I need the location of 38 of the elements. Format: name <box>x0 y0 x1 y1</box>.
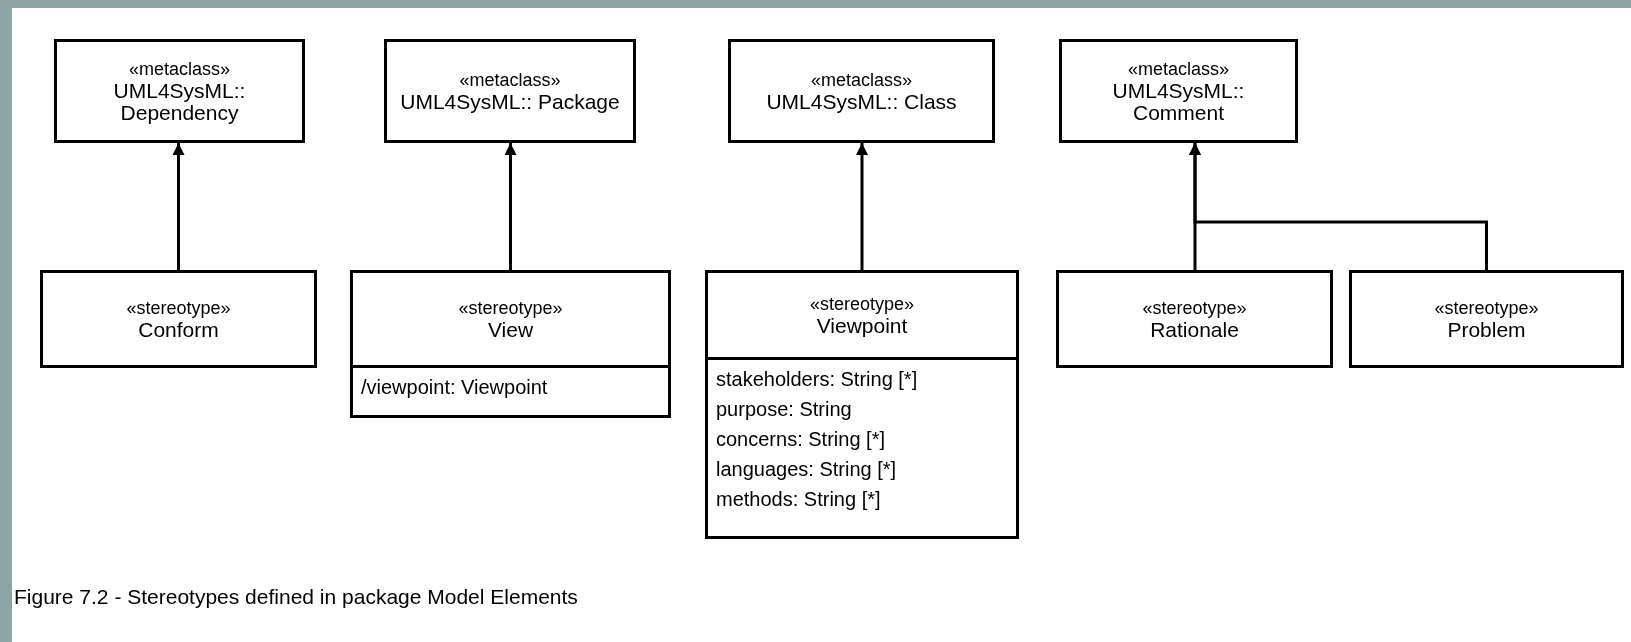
stereotype-label: «metaclass» <box>810 69 913 91</box>
class-box <box>1059 39 1298 143</box>
stereotype-label: «metaclass» <box>128 58 231 80</box>
generalization-arrow <box>856 143 868 270</box>
class-box <box>40 270 317 368</box>
class-box <box>1056 270 1333 368</box>
class-box <box>384 39 636 143</box>
stereotype-label: «stereotype» <box>458 297 563 319</box>
stereotype-label: «metaclass» <box>459 69 561 91</box>
class-name: Viewpoint <box>816 315 908 337</box>
figure-caption: Figure 7.2 - Stereotypes defined in package Model Elements <box>14 584 578 610</box>
attribute-text: purpose: String <box>716 397 852 422</box>
generalization-arrow <box>172 143 185 270</box>
class-name: Conform <box>138 319 219 341</box>
attribute-text: concerns: String [*] <box>716 427 885 452</box>
class-name: UML4SysML:: Package <box>400 91 620 113</box>
stereotype-label: «stereotype» <box>126 297 231 319</box>
stereotype-label: «stereotype» <box>1142 297 1247 319</box>
generalization-arrow <box>1189 143 1488 270</box>
class-name: Rationale <box>1150 319 1239 341</box>
class-name: View <box>487 319 534 341</box>
class-name: UML4SysML:: Class <box>766 91 957 113</box>
stereotype-label: «metaclass» <box>1127 58 1230 80</box>
attribute-text: stakeholders: String [*] <box>716 367 918 392</box>
class-box <box>728 39 995 143</box>
class-name: UML4SysML:: Comment <box>1111 80 1246 124</box>
class-box <box>54 39 305 143</box>
attribute-text: /viewpoint: Viewpoint <box>361 375 548 400</box>
class-box <box>350 270 671 418</box>
class-name: UML4SysML:: Dependency <box>112 80 247 124</box>
stereotype-label: «stereotype» <box>809 293 915 315</box>
class-box <box>705 270 1019 539</box>
generalization-arrow <box>504 143 517 270</box>
attribute-text: languages: String [*] <box>716 457 897 482</box>
class-name: Problem <box>1447 319 1526 341</box>
class-box <box>1349 270 1624 368</box>
stereotype-label: «stereotype» <box>1434 297 1539 319</box>
attribute-text: methods: String [*] <box>716 487 881 512</box>
